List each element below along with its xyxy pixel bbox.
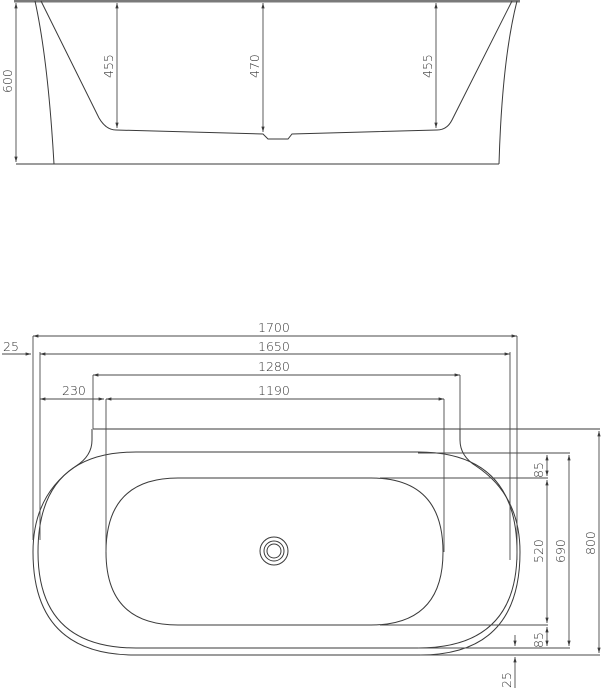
drain-icon — [259, 536, 289, 566]
dim-label-overall-length: 1700 — [258, 320, 290, 335]
inner-rim-outline — [37, 451, 518, 649]
dim-label-depth-center: 470 — [247, 54, 262, 78]
dim-label-bottom-offset: 25 — [499, 672, 514, 688]
dim-label-rim-length: 1650 — [258, 339, 290, 354]
dim-label-basin-length: 1190 — [258, 383, 290, 398]
inner-basin-profile — [40, 0, 513, 140]
dim-label-side-margin: 230 — [62, 383, 86, 398]
dim-label-depth-left: 455 — [101, 54, 116, 78]
dim-label-inner-length: 1280 — [258, 359, 290, 374]
dim-label-top-margin: 85 — [531, 462, 546, 478]
outer-wall-right — [498, 0, 518, 165]
outer-wall-left — [34, 0, 55, 165]
dim-label-overall-width: 800 — [583, 531, 598, 555]
dim-label-inner-width: 690 — [553, 539, 568, 563]
dim-label-depth-right: 455 — [420, 54, 435, 78]
basin-outline — [105, 477, 444, 626]
side-view: 600 455 470 455 — [0, 0, 520, 165]
dim-label-overall-height: 600 — [0, 69, 15, 93]
dim-label-bottom-margin: 85 — [531, 632, 546, 648]
dim-label-basin-width: 520 — [531, 539, 546, 563]
dim-label-rim-offset: 25 — [3, 339, 19, 354]
plan-view: 1700 1650 25 1280 230 1190 85 520 85 690… — [2, 320, 601, 688]
